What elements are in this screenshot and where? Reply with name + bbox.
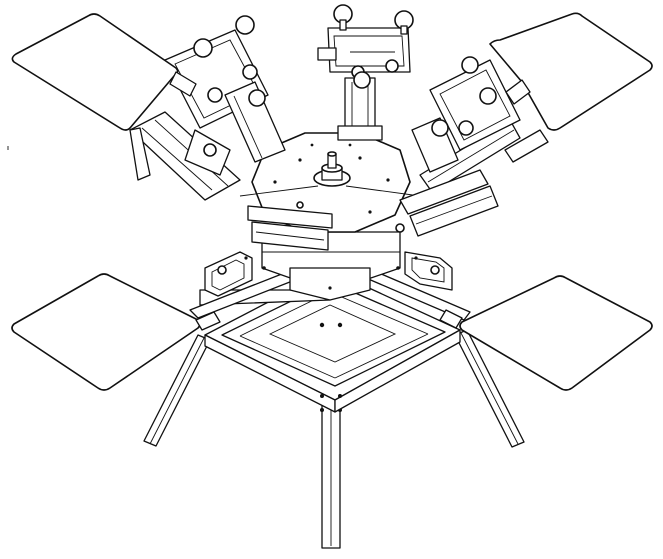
- knob-left-2: [235, 15, 255, 35]
- lower-arm-brackets: [204, 251, 453, 297]
- print-head-left: [129, 15, 333, 251]
- knob-left-1: [193, 38, 213, 58]
- platen-top-right: [489, 12, 653, 131]
- platen-bottom-right: [459, 275, 653, 391]
- print-head-top: [317, 4, 414, 141]
- fasteners: [7, 146, 418, 290]
- base-frame: [189, 269, 471, 413]
- platen-top-left: [11, 13, 179, 131]
- platens: [11, 12, 653, 391]
- platen-bottom-left: [11, 273, 201, 391]
- print-head-right: [395, 56, 549, 237]
- knob-right-2: [479, 87, 497, 105]
- leg-right: [454, 329, 525, 448]
- knob-right-1: [461, 56, 479, 74]
